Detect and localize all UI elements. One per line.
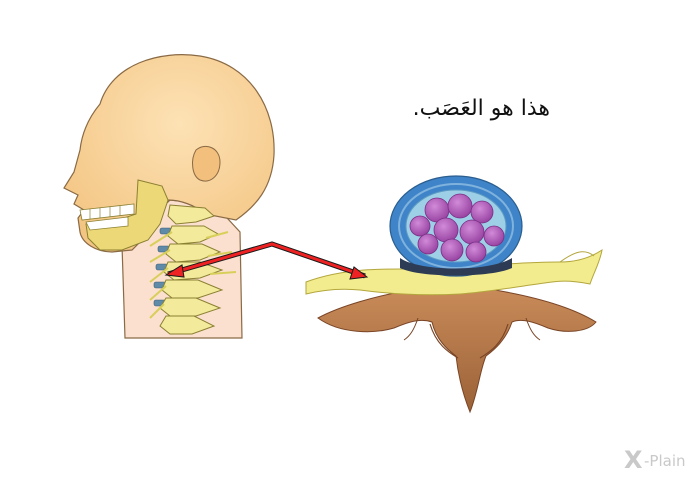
vertebra-body	[317, 289, 597, 414]
head	[63, 54, 275, 253]
spinal-cross-section-icon	[305, 175, 603, 414]
ear	[192, 146, 221, 182]
caption-text: هذا هو العَصَب.	[412, 96, 550, 121]
pointer-arrow-icon	[164, 241, 369, 280]
head-anatomy-icon	[63, 54, 275, 339]
upper-teeth	[79, 203, 135, 221]
logo-mark: X	[624, 446, 643, 474]
nerve-roots	[149, 231, 237, 319]
logo-text: -Plain	[644, 452, 686, 470]
x-plain-logo: X -Plain	[624, 446, 694, 474]
cervical-vertebrae	[159, 204, 224, 335]
lower-teeth	[85, 216, 129, 231]
disc-nucleus	[409, 193, 505, 263]
